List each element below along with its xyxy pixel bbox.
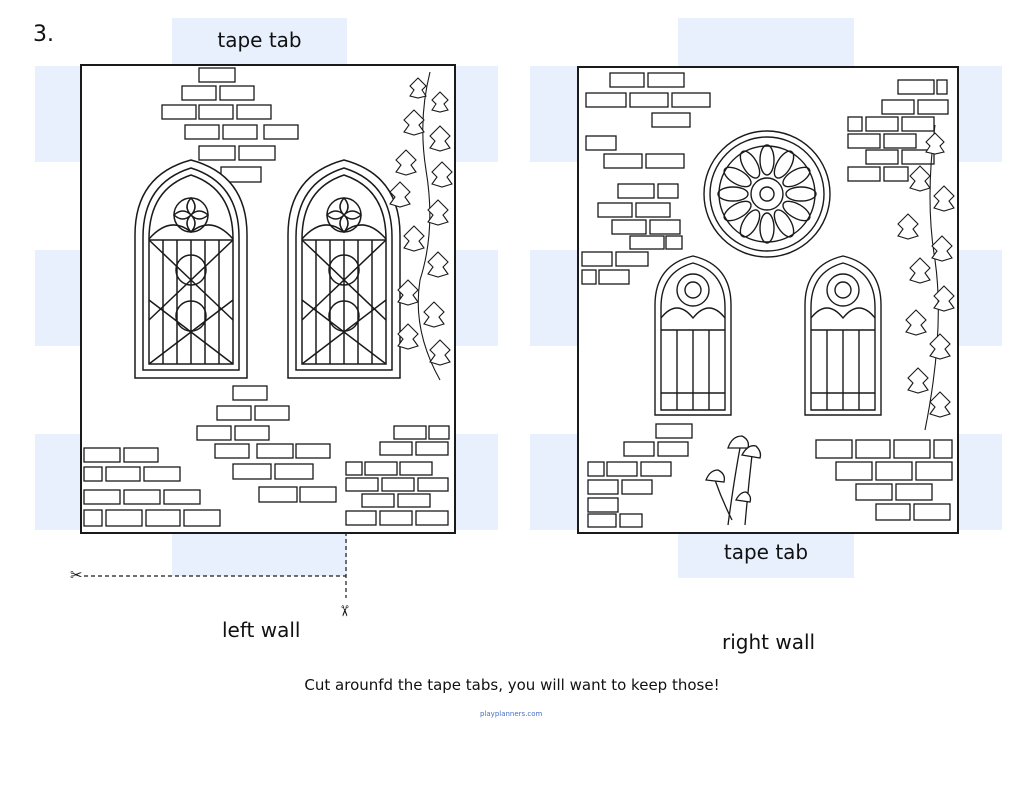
tape-tab-label-right: tape tab bbox=[723, 540, 809, 564]
tape-tab-right-2 bbox=[530, 250, 578, 346]
tape-tab-right-3 bbox=[530, 434, 578, 530]
mushroom-cluster bbox=[705, 435, 762, 526]
tape-tab-right-6 bbox=[955, 434, 1002, 530]
watermark-logo: playplanners.com bbox=[480, 710, 543, 718]
tape-tab-left-2 bbox=[35, 250, 82, 346]
rose-window bbox=[703, 130, 831, 258]
gothic-window-right-1 bbox=[654, 255, 732, 416]
gothic-window-left-1 bbox=[134, 159, 248, 379]
tape-tab-left-4 bbox=[452, 66, 498, 162]
ivy-vine-left bbox=[389, 71, 453, 381]
scissors-icon: ✂ bbox=[70, 566, 83, 584]
tape-tab-right-4 bbox=[955, 66, 1002, 162]
ivy-vine-right bbox=[897, 124, 955, 431]
step-number: 3. bbox=[33, 22, 54, 47]
tape-tab-bottom-right bbox=[678, 530, 854, 578]
tape-tab-right-1 bbox=[530, 66, 578, 162]
scissors-icon: ✂ bbox=[335, 604, 354, 618]
tape-tab-left-5 bbox=[452, 250, 498, 346]
right-wall-caption: right wall bbox=[722, 630, 816, 654]
tape-tab-left-1 bbox=[35, 66, 82, 162]
tape-tab-top-right bbox=[678, 18, 854, 68]
tape-tab-bottom-left bbox=[172, 530, 347, 576]
tape-tab-left-3 bbox=[35, 434, 82, 530]
tape-tab-right-5 bbox=[955, 250, 1002, 346]
tape-tab-label-left: tape tab bbox=[217, 28, 302, 52]
instruction-text: Cut arounfd the tape tabs, you will want… bbox=[304, 676, 720, 694]
left-wall-caption: left wall bbox=[222, 618, 301, 642]
tape-tab-left-6 bbox=[452, 434, 498, 530]
tape-tab-top-left bbox=[172, 18, 347, 68]
